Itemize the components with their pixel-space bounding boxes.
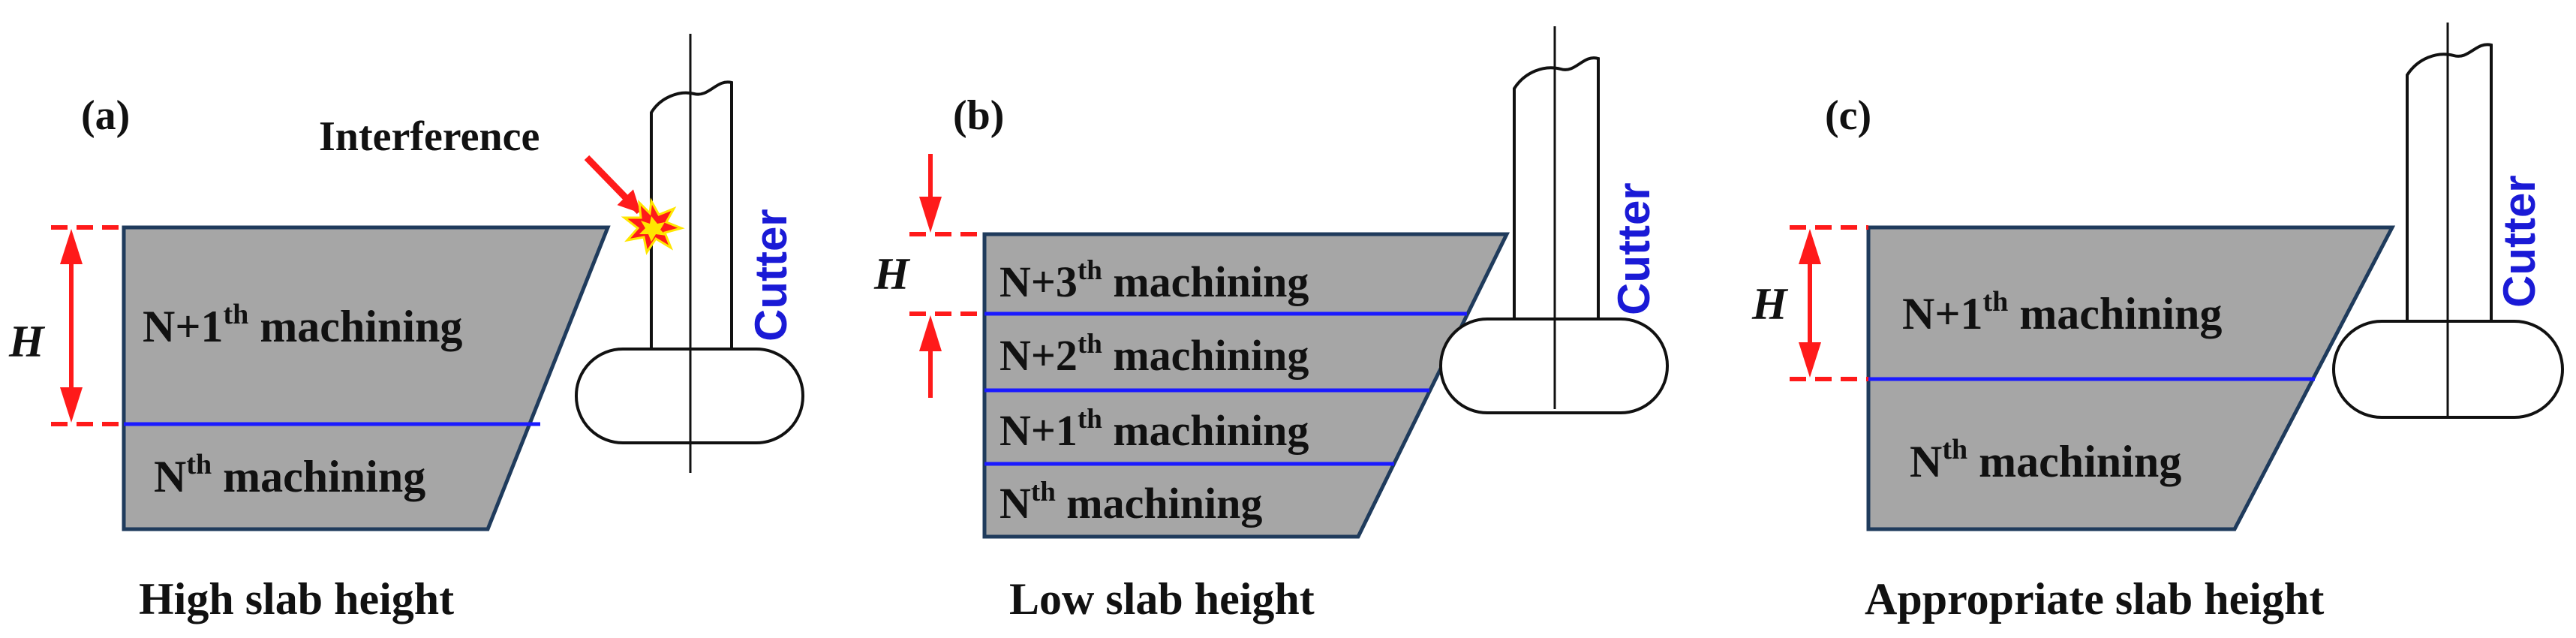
panel-a-layer-upper: N+1th machining — [143, 299, 462, 351]
panel-b-cutter-label: Cutter — [1609, 182, 1659, 315]
panel-c-height-dimension — [1790, 225, 1868, 381]
panel-a-caption: High slab height — [139, 574, 454, 624]
panel-c-height-symbol: H — [1751, 279, 1789, 329]
panel-c-cutter-label: Cutter — [2494, 175, 2544, 308]
panel-a-cutter — [575, 34, 804, 473]
panel-a-height-symbol: H — [8, 317, 46, 366]
panel-a-slab — [122, 225, 611, 531]
panel-c-tag: (c) — [1825, 92, 1871, 139]
panel-b: (b) N+3th machining N+2th machining N+1t… — [873, 26, 1669, 624]
panel-b-cutter — [1439, 26, 1669, 414]
panel-b-height-dimension — [909, 154, 984, 398]
panel-a-layer-lower: Nth machining — [154, 449, 425, 501]
panel-b-layer-dividers — [984, 311, 1467, 466]
panel-a-interference-label: Interference — [319, 113, 540, 160]
panel-c: (c) N+1th machining Nth machining H Cutt… — [1751, 23, 2564, 624]
panel-c-caption: Appropriate slab height — [1865, 574, 2324, 624]
panel-c-layer-upper: N+1th machining — [1902, 286, 2222, 339]
panel-b-tag: (b) — [953, 92, 1004, 139]
panel-a-interference-arrow — [584, 155, 642, 215]
panel-a-tag: (a) — [81, 92, 130, 139]
panel-a-cutter-label: Cutter — [746, 209, 796, 342]
panel-b-layer-4: Nth machining — [999, 477, 1262, 528]
panel-a-height-dimension — [51, 225, 124, 426]
panel-b-slab — [982, 232, 1510, 539]
panel-c-layer-lower: Nth machining — [1910, 434, 2181, 486]
panel-b-height-symbol: H — [873, 249, 911, 299]
panel-b-caption: Low slab height — [1009, 574, 1315, 624]
panel-b-layer-1: N+3th machining — [999, 255, 1309, 306]
panel-b-layer-2: N+2th machining — [999, 329, 1309, 380]
panel-b-layer-3: N+1th machining — [999, 404, 1309, 455]
panel-a: (a) N+1th machining Nth machining H Cutt… — [8, 34, 804, 624]
panel-c-cutter — [2332, 23, 2564, 419]
